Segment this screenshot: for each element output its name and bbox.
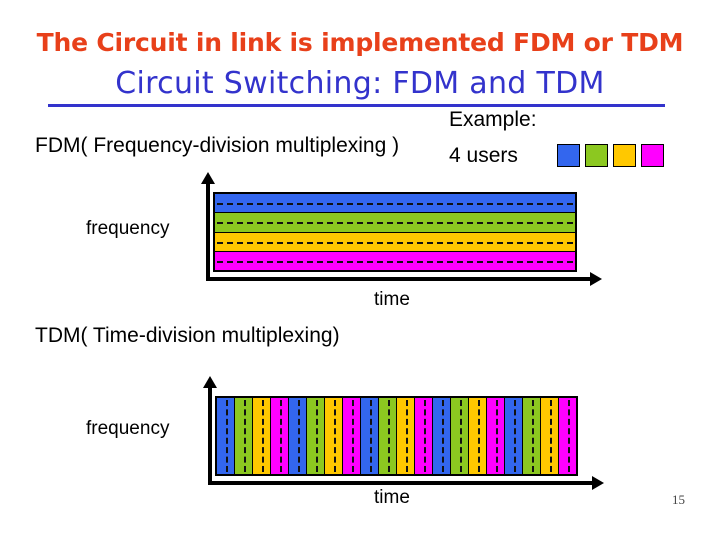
user-color-legend xyxy=(557,144,664,167)
tdm-x-axis xyxy=(208,481,592,485)
slide-subtitle: Circuit Switching: FDM and TDM xyxy=(115,66,605,101)
fdm-band-midline xyxy=(217,241,573,244)
fdm-band-user-4 xyxy=(215,251,575,270)
tdm-slot-14-user-2 xyxy=(451,398,469,474)
fdm-band-midline xyxy=(217,222,573,225)
fdm-x-axis-arrow xyxy=(590,272,602,286)
tdm-slot-9-user-1 xyxy=(361,398,379,474)
fdm-section-label: FDM( Frequency-division multiplexing ) xyxy=(35,134,400,157)
slide-headline: The Circuit in link is implemented FDM o… xyxy=(36,28,684,57)
fdm-y-axis-arrow xyxy=(201,172,215,184)
fdm-band-user-3 xyxy=(215,232,575,252)
fdm-band-chart xyxy=(213,192,577,272)
tdm-slot-midline xyxy=(495,400,498,472)
tdm-slot-16-user-4 xyxy=(487,398,505,474)
tdm-slot-1-user-1 xyxy=(217,398,235,474)
tdm-slot-chart xyxy=(215,396,578,476)
tdm-slot-6-user-2 xyxy=(307,398,325,474)
tdm-slot-midline xyxy=(513,400,516,472)
tdm-slot-midline xyxy=(423,400,426,472)
tdm-slot-8-user-4 xyxy=(343,398,361,474)
fdm-band-midline xyxy=(217,203,573,206)
tdm-slot-midline xyxy=(297,400,300,472)
tdm-slot-15-user-3 xyxy=(469,398,487,474)
tdm-slot-midline xyxy=(477,400,480,472)
tdm-slot-midline xyxy=(279,400,282,472)
tdm-slot-midline xyxy=(315,400,318,472)
page-number: 15 xyxy=(672,492,685,507)
fdm-band-user-1 xyxy=(215,194,575,214)
tdm-slot-midline xyxy=(531,400,534,472)
fdm-time-axis-label: time xyxy=(374,289,410,310)
tdm-slot-11-user-3 xyxy=(397,398,415,474)
tdm-frequency-axis-label: frequency xyxy=(86,418,170,439)
legend-swatch-user-4 xyxy=(641,144,664,167)
tdm-slot-midline xyxy=(333,400,336,472)
tdm-slot-4-user-4 xyxy=(271,398,289,474)
tdm-slot-midline xyxy=(387,400,390,472)
tdm-slot-midline xyxy=(225,400,228,472)
tdm-slot-17-user-1 xyxy=(505,398,523,474)
tdm-slot-7-user-3 xyxy=(325,398,343,474)
tdm-slot-3-user-3 xyxy=(253,398,271,474)
tdm-slot-midline xyxy=(567,400,570,472)
tdm-slot-5-user-1 xyxy=(289,398,307,474)
users-count-label: 4 users xyxy=(449,144,518,167)
legend-swatch-user-2 xyxy=(585,144,608,167)
tdm-y-axis xyxy=(208,387,212,485)
tdm-slot-midline xyxy=(549,400,552,472)
tdm-slot-midline xyxy=(351,400,354,472)
tdm-slot-19-user-3 xyxy=(541,398,559,474)
tdm-slot-12-user-4 xyxy=(415,398,433,474)
fdm-band-user-2 xyxy=(215,213,575,233)
tdm-slot-midline xyxy=(405,400,408,472)
tdm-slot-midline xyxy=(261,400,264,472)
tdm-y-axis-arrow xyxy=(203,376,217,388)
tdm-section-label: TDM( Time-division multiplexing) xyxy=(35,324,340,347)
fdm-y-axis xyxy=(206,183,210,281)
subtitle-underline xyxy=(48,104,665,107)
tdm-slot-18-user-2 xyxy=(523,398,541,474)
tdm-time-axis-label: time xyxy=(374,487,410,508)
tdm-slot-midline xyxy=(441,400,444,472)
legend-swatch-user-1 xyxy=(557,144,580,167)
fdm-x-axis xyxy=(206,277,590,281)
fdm-band-midline xyxy=(217,260,573,263)
tdm-slot-midline xyxy=(369,400,372,472)
tdm-slot-midline xyxy=(243,400,246,472)
legend-swatch-user-3 xyxy=(613,144,636,167)
tdm-slot-20-user-4 xyxy=(559,398,576,474)
tdm-slot-13-user-1 xyxy=(433,398,451,474)
tdm-slot-2-user-2 xyxy=(235,398,253,474)
tdm-slot-midline xyxy=(459,400,462,472)
tdm-x-axis-arrow xyxy=(592,476,604,490)
tdm-slot-10-user-2 xyxy=(379,398,397,474)
example-label: Example: xyxy=(449,108,537,131)
fdm-frequency-axis-label: frequency xyxy=(86,218,170,239)
